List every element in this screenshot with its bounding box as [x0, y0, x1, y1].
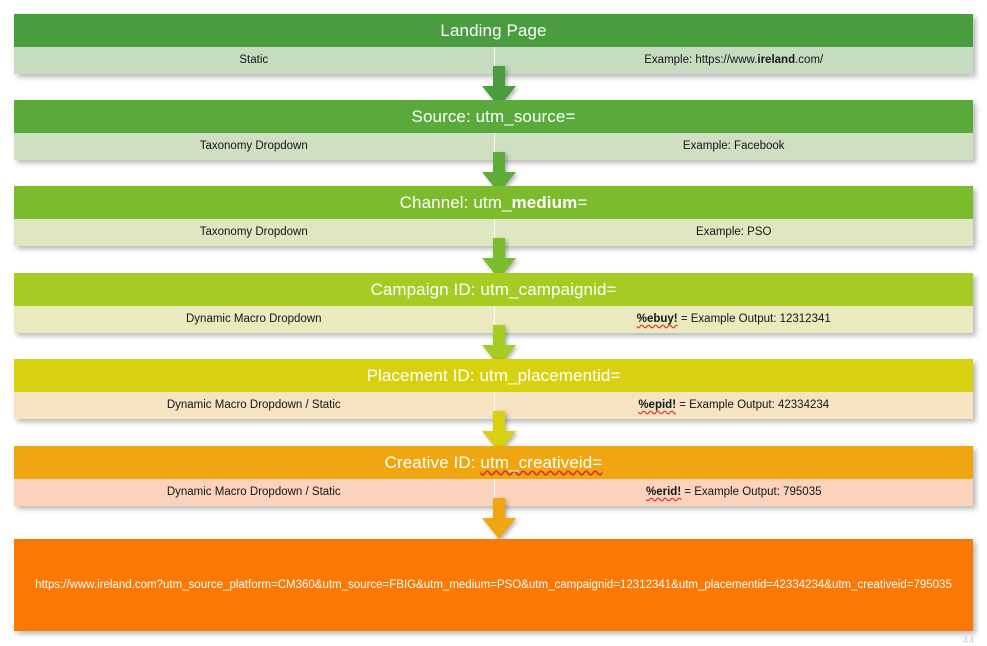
example-prefix: Example: https://www.: [644, 54, 758, 66]
macro-token-campaign-id: %ebuy!: [636, 313, 678, 325]
flow-block-campaign-id[interactable]: Campaign ID: utm_campaignid= Dynamic Mac…: [14, 273, 973, 333]
cell-left-creative-id: Dynamic Macro Dropdown / Static: [166, 486, 341, 498]
flow-block-creative-id[interactable]: Creative ID: utm_creativeid= Dynamic Mac…: [14, 446, 973, 506]
cell-left-placement-id: Dynamic Macro Dropdown / Static: [166, 399, 341, 411]
macro-output-placement-id: = Example Output: 42334234: [676, 399, 830, 411]
block-header-campaign-id: Campaign ID: utm_campaignid=: [14, 273, 973, 306]
flow-block-placement-id[interactable]: Placement ID: utm_placementid= Dynamic M…: [14, 359, 973, 419]
final-url-block[interactable]: https://www.ireland.com?utm_source_platf…: [14, 539, 973, 631]
block-body-channel: Taxonomy Dropdown Example: PSO: [14, 219, 973, 246]
arrow-down-6: [478, 498, 520, 540]
example-suffix: .com/: [795, 54, 824, 66]
arrow-down-3: [478, 238, 520, 280]
flow-block-channel[interactable]: Channel: utm_medium= Taxonomy Dropdown E…: [14, 186, 973, 246]
arrow-down-1: [478, 66, 520, 108]
cell-right-landing-page: Example: https://www.ireland.com/: [493, 47, 974, 74]
cell-left-source: Taxonomy Dropdown: [199, 140, 308, 152]
block-header-creative-id: Creative ID: utm_creativeid=: [14, 446, 973, 479]
creative-header-prefix: Creative ID:: [384, 453, 481, 472]
cell-left-channel: Taxonomy Dropdown: [199, 226, 308, 238]
arrow-down-4: [478, 325, 520, 367]
macro-token-placement-id: %epid!: [638, 399, 677, 411]
slide-number: 44: [962, 635, 975, 645]
block-header-placement-id: Placement ID: utm_placementid=: [14, 359, 973, 392]
channel-header-suffix: =: [577, 193, 588, 212]
arrow-down-2: [478, 152, 520, 194]
channel-header-bold: medium: [511, 193, 578, 212]
channel-header-prefix: Channel: utm_: [399, 193, 512, 212]
block-header-source: Source: utm_source=: [14, 100, 973, 133]
cell-left-landing-page: Static: [239, 54, 269, 66]
creative-header-param: utm_creativeid=: [480, 453, 603, 472]
cell-left-campaign-id: Dynamic Macro Dropdown: [186, 313, 322, 325]
cell-right-source: Example: Facebook: [493, 133, 974, 160]
flow-block-source[interactable]: Source: utm_source= Taxonomy Dropdown Ex…: [14, 100, 973, 160]
cell-right-channel: Example: PSO: [493, 219, 974, 246]
flow-block-landing-page[interactable]: Landing Page Static Example: https://www…: [14, 14, 973, 74]
macro-output-creative-id: = Example Output: 795035: [681, 486, 822, 498]
block-header-channel: Channel: utm_medium=: [14, 186, 973, 219]
macro-token-creative-id: %erid!: [646, 486, 682, 498]
macro-output-campaign-id: = Example Output: 12312341: [677, 313, 831, 325]
example-domain-bold: ireland: [757, 54, 796, 66]
cell-right-placement-id: %epid! = Example Output: 42334234: [493, 392, 974, 419]
final-url-text: https://www.ireland.com?utm_source_platf…: [35, 578, 952, 591]
block-header-landing-page: Landing Page: [14, 14, 973, 47]
arrow-down-5: [478, 411, 520, 453]
cell-right-campaign-id: %ebuy! = Example Output: 12312341: [493, 306, 974, 333]
cell-right-creative-id: %erid! = Example Output: 795035: [493, 479, 974, 506]
